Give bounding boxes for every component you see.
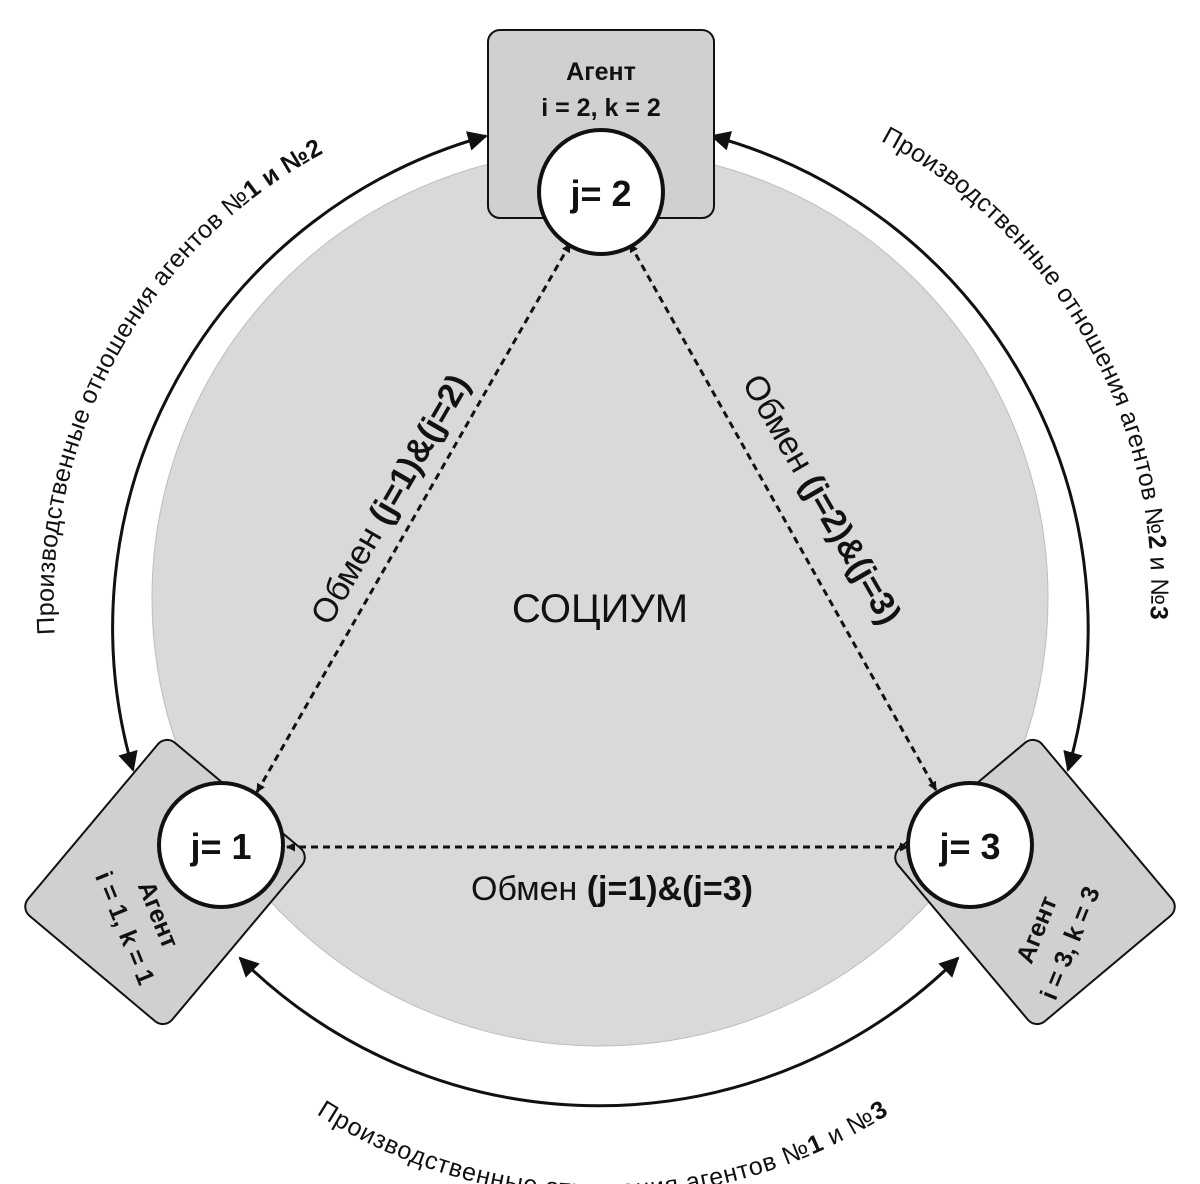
node-j2-label: j= 2 [569, 173, 631, 214]
node-j1: j= 1 [157, 781, 285, 909]
agent-2-title: Агент [566, 58, 636, 86]
exchange-label-1-3: Обмен (j=1)&(j=3) [471, 870, 753, 908]
production-label-1-3: Производственные отношения агентов №1 и … [313, 1095, 892, 1184]
node-j3: j= 3 [906, 781, 1034, 909]
node-j1-label: j= 1 [189, 826, 251, 867]
exchange-line-2-3 [628, 243, 938, 791]
exchange-line-1-2 [255, 243, 572, 793]
node-j2: j= 2 [537, 128, 665, 256]
production-arc-2-3 [710, 131, 1090, 772]
socium-label: СОЦИУМ [512, 587, 688, 631]
production-arc-1-3 [238, 956, 960, 1108]
node-j3-label: j= 3 [938, 826, 1000, 867]
production-arc-1-2 [111, 131, 488, 772]
agent-2-params: i = 2, k = 2 [541, 94, 661, 122]
